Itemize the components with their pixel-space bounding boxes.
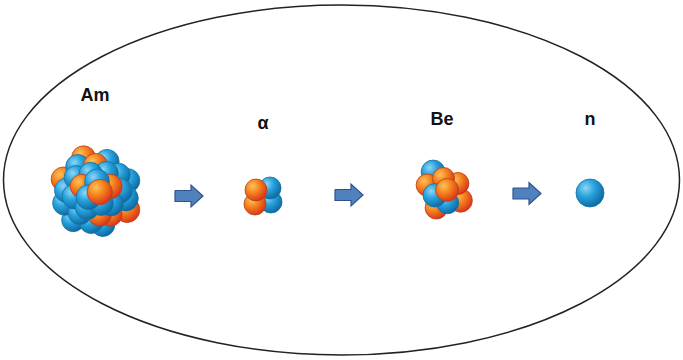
particle-node: Am <box>40 84 150 250</box>
particle-label: n <box>570 108 610 130</box>
particle-label: Be <box>400 108 484 130</box>
block-arrow <box>335 184 363 206</box>
nucleon-cluster <box>382 130 502 250</box>
particle-node: Be <box>400 108 484 232</box>
proton-sphere <box>245 179 267 201</box>
enclosure-ellipse <box>4 5 680 355</box>
nucleon-cluster <box>530 133 650 253</box>
particle-node: n <box>570 108 610 212</box>
nucleon-cluster <box>35 132 155 252</box>
neutron-sphere <box>576 179 604 207</box>
block-arrow <box>175 185 203 207</box>
particle-label: Am <box>40 84 150 106</box>
particle-node: α <box>228 112 298 224</box>
particle-label: α <box>228 112 298 134</box>
proton-sphere <box>436 179 459 202</box>
block-arrow <box>513 183 541 205</box>
proton-sphere <box>87 179 112 204</box>
nucleon-cluster <box>203 136 323 256</box>
